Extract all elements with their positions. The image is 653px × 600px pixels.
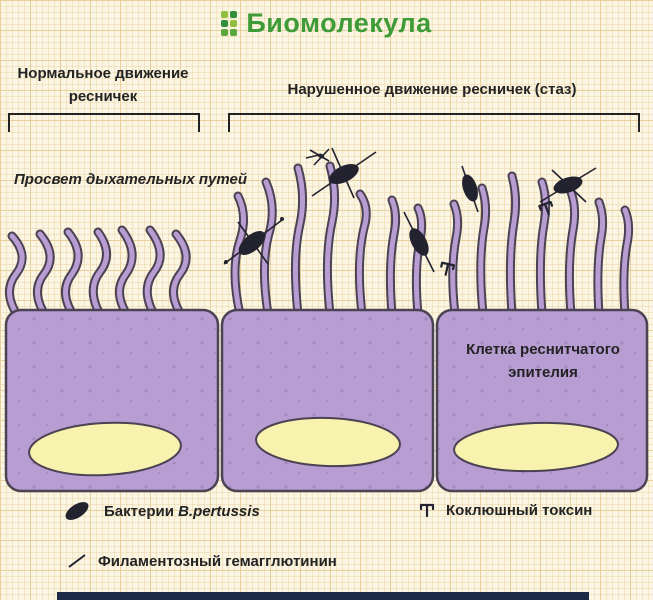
- nucleus-2: [255, 416, 401, 468]
- legend-item-bacteria: Бактерии B.pertussis: [60, 500, 260, 522]
- legend-bacteria-label: Бактерии B.pertussis: [104, 502, 260, 520]
- bacterium-1: [238, 231, 266, 255]
- logo-text: Биомолекула: [246, 8, 432, 38]
- bacterium-3: [409, 228, 429, 256]
- legend-item-toxin: Коклюшный токсин: [418, 502, 592, 519]
- label-disturbed-movement: Нарушенное движение ресничек (стаз): [287, 81, 577, 98]
- label-airway-lumen: Просвет дыхательных путей: [14, 171, 247, 188]
- logo: Биомолекула: [0, 8, 653, 39]
- label-normal-movement: Нормальное движение ресничек: [8, 62, 198, 109]
- label-normal-movement-line1: Нормальное движение: [17, 65, 189, 82]
- logo-dots-icon: [221, 11, 238, 36]
- epithelium-cells-group: [4, 308, 649, 493]
- bacterium-oval-icon: [65, 502, 89, 520]
- legend-bacteria-species: B.pertussis: [178, 502, 260, 520]
- nucleus-1: [28, 421, 182, 477]
- bracket-normal-section: [8, 113, 200, 132]
- legend-hemagglutinin-label: Филаментозный гемагглютинин: [98, 552, 337, 570]
- label-normal-movement-line2: ресничек: [68, 88, 138, 106]
- filament-line-icon: [68, 554, 86, 568]
- bacterium-2: [329, 163, 359, 185]
- toxin-cluster-icon: [305, 148, 330, 166]
- bacterium-4: [462, 174, 478, 202]
- legend-item-hemagglutinin: Филаментозный гемагглютинин: [66, 552, 337, 570]
- bracket-disturbed-section: [228, 113, 640, 132]
- bacterium-5: [553, 176, 583, 194]
- bacteria-group: [223, 147, 597, 276]
- footer-bar: [57, 592, 589, 600]
- nucleus-3: [453, 421, 619, 473]
- cilia-normal-group: [5, 225, 191, 321]
- toxin-icon-2: [538, 200, 554, 216]
- label-epithelium-cell-line2: эпителия: [508, 364, 578, 382]
- legend-toxin-label: Коклюшный токсин: [446, 502, 593, 519]
- label-epithelium-cell: Клетка реснитчатого эпителия: [445, 338, 641, 385]
- toxin-icon-1: [440, 261, 455, 276]
- label-epithelium-cell-line1: Клетка реснитчатого: [466, 341, 620, 358]
- toxin-t-icon: [419, 503, 435, 517]
